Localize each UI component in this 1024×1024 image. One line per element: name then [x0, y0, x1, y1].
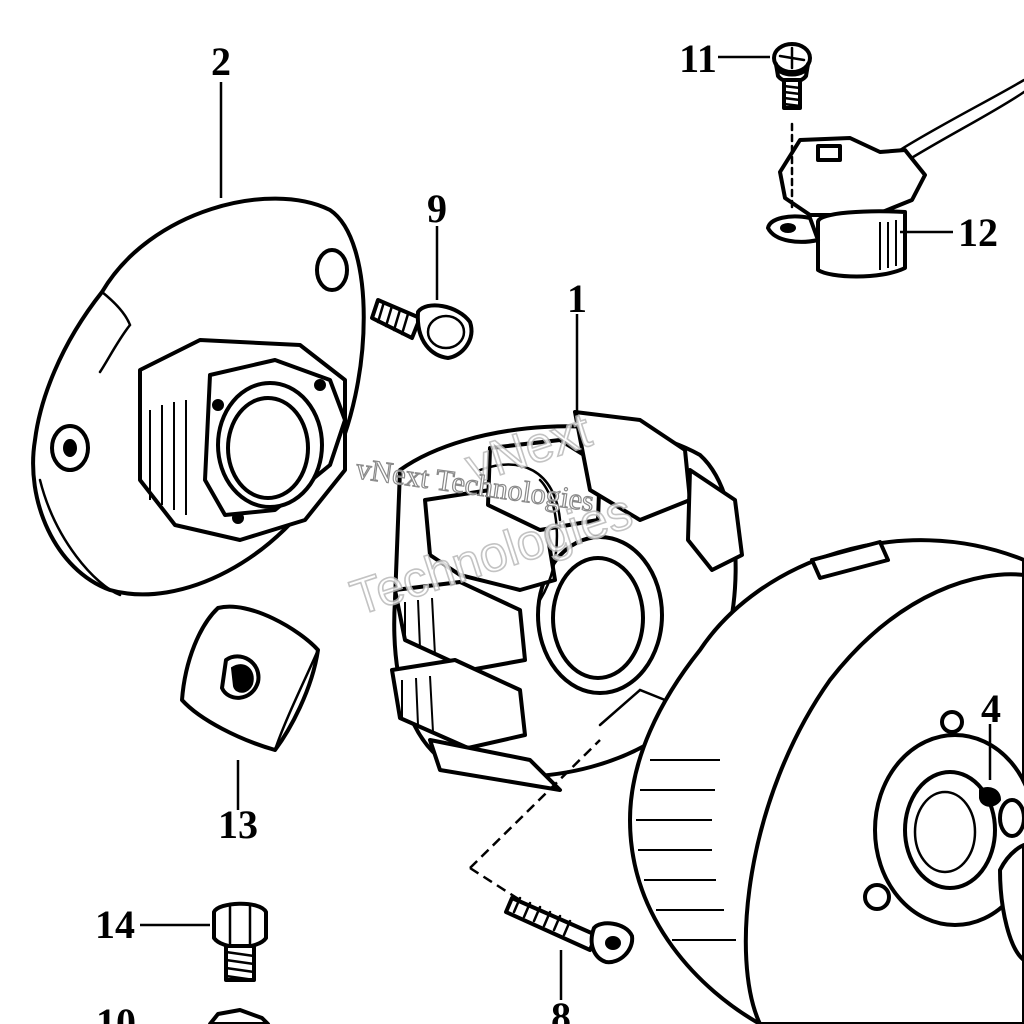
leader-lines	[140, 55, 992, 1000]
bolt-9	[370, 298, 474, 360]
callout-4: 4	[981, 686, 1001, 731]
grommet-13	[180, 604, 320, 752]
callout-1: 1	[567, 276, 587, 321]
callout-9: 9	[427, 186, 447, 231]
stator-base-plate	[31, 196, 366, 597]
callout-14: 14	[95, 902, 135, 947]
part-10-partial	[208, 1008, 270, 1024]
callout-11: 11	[679, 36, 717, 81]
flywheel-rotor	[628, 538, 1024, 1024]
pulse-sensor-assembly	[766, 78, 1024, 279]
bolt-14	[212, 901, 268, 982]
callout-10: 10	[96, 1000, 136, 1024]
callout-8: 8	[551, 994, 571, 1024]
stator-1	[390, 410, 744, 792]
callout-2: 2	[211, 39, 231, 84]
callout-13: 13	[218, 802, 258, 847]
bolt-8	[504, 896, 635, 965]
screw-11	[772, 42, 812, 212]
callout-12: 12	[958, 210, 998, 255]
